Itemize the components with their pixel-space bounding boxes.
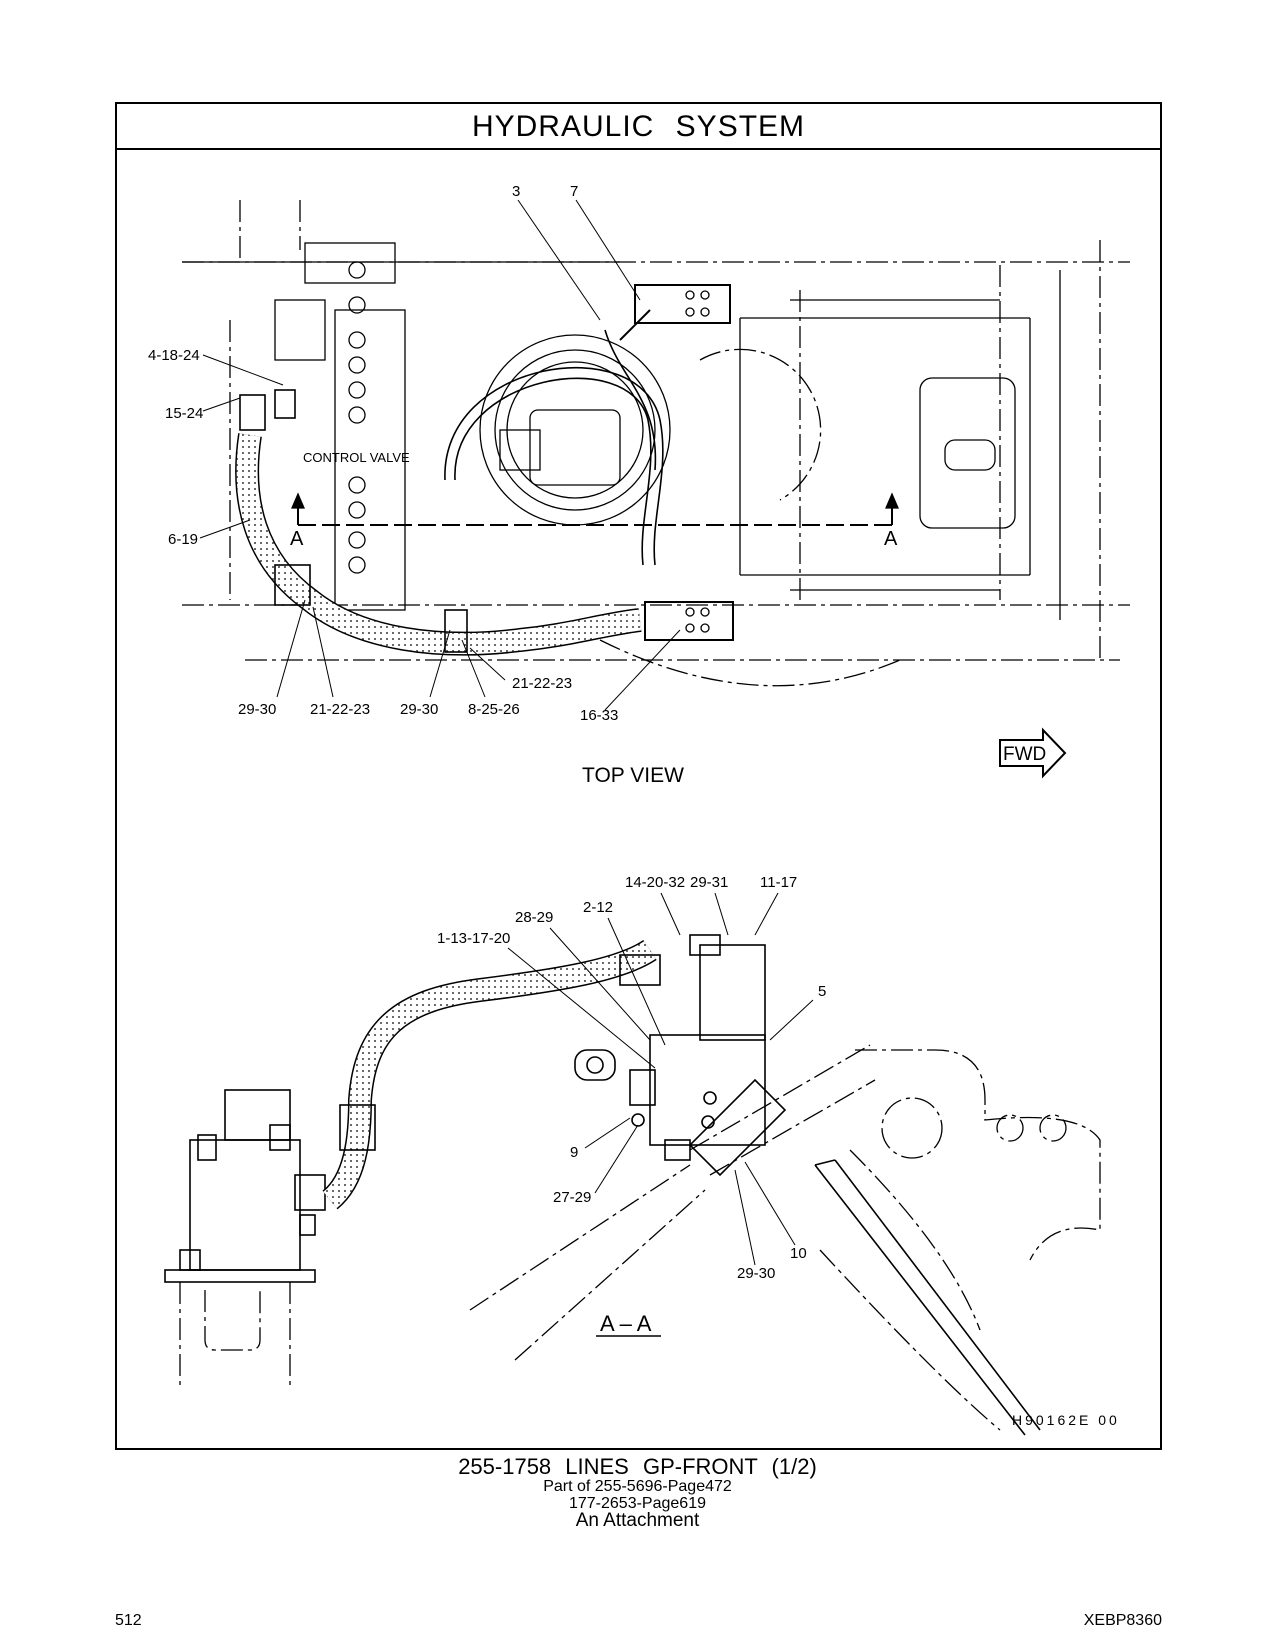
callout-29-30-a: 29-30 [238,701,276,718]
page-number: 512 [115,1612,142,1629]
section-view [164,892,1101,1436]
callout-14-20-32: 14-20-32 [625,874,685,891]
boom-bracket [469,1044,1101,1431]
callout-11-17: 11-17 [760,874,797,891]
callout-15-24: 15-24 [165,405,203,422]
callout-21-22-23-a: 21-22-23 [310,701,370,718]
callout-27-29: 27-29 [553,1189,591,1206]
callout-21-22-23-b: 21-22-23 [512,675,572,692]
control-valve [348,261,366,574]
callout-2-12: 2-12 [583,899,613,916]
document-code: XEBP8360 [1083,1612,1162,1629]
pump-assembly [164,1089,326,1283]
swing-ring [479,334,671,526]
fwd-label: FWD [1003,744,1046,765]
callout-10: 10 [790,1245,807,1262]
drawing-code: H90162E 00 [1012,1412,1120,1428]
hose-loop [444,329,664,566]
callout-1-13-17-20: 1-13-17-20 [437,930,510,947]
callout-3: 3 [512,183,520,200]
callout-28-29: 28-29 [515,909,553,926]
frame-outline [182,200,1130,661]
callout-7: 7 [570,183,578,200]
caption-reference: 177-2653-Page619 [568,1495,706,1512]
valve-block-bottom [644,601,734,641]
frame-solid [182,242,1061,620]
callout-16-33: 16-33 [580,707,618,724]
top-view [182,199,1130,779]
callout-8-25-26: 8-25-26 [468,701,520,718]
boom-plate [814,1159,1041,1436]
callout-5: 5 [818,983,826,1000]
fwd-arrow-outline [999,727,1067,779]
valve-assembly [574,934,787,1177]
caption-attachment: An Attachment [575,1510,700,1531]
drawing-title: HYDRAULIC SYSTEM [117,104,1160,150]
callout-9: 9 [570,1144,578,1161]
section-marker-left: A [290,528,304,550]
top-view-label: TOP VIEW [582,764,684,787]
caption-main: 255-1758 LINES GP-FRONT (1/2) [458,1454,817,1479]
callout-29-31: 29-31 [690,874,728,891]
section-marker-right: A [884,528,898,550]
top-leaders [199,199,681,711]
drawing-frame: HYDRAULIC SYSTEM [115,102,1162,1450]
section-label: A – A [600,1311,652,1336]
dotted-hose [235,433,642,656]
section-leaders [507,892,814,1266]
callout-6-19: 6-19 [168,531,198,548]
callout-29-30-section: 29-30 [737,1265,775,1282]
callout-4-18-24: 4-18-24 [148,347,200,364]
valve-block-top [619,284,731,341]
control-valve-label: CONTROL VALVE [303,450,410,465]
caption-part-of: Part of 255-5696-Page472 [543,1478,732,1495]
callout-29-30-b: 29-30 [400,701,438,718]
